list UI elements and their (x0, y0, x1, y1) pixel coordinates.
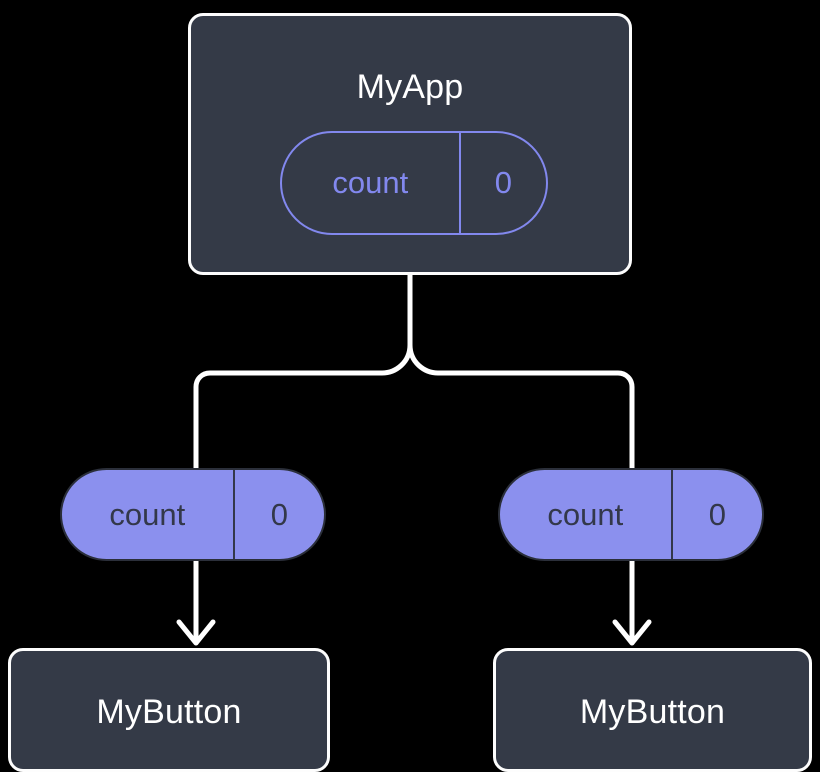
arrow-left-head-icon (176, 619, 216, 646)
state-pill-name: count (282, 133, 461, 233)
connector-branch-right (407, 342, 635, 471)
prop-pill-right-count[interactable]: count 0 (498, 468, 764, 561)
component-node-mybutton-left[interactable]: MyButton (8, 648, 330, 772)
prop-pill-value: 0 (270, 496, 288, 532)
component-node-myapp[interactable]: MyApp count 0 (188, 13, 632, 275)
state-pill-myapp-count[interactable]: count 0 (280, 131, 548, 235)
prop-pill-left-count[interactable]: count 0 (60, 468, 326, 561)
state-pill-value: 0 (494, 165, 512, 200)
connector-branch-left (193, 342, 413, 471)
prop-pill-value: 0 (708, 496, 726, 532)
arrow-right-head-icon (612, 619, 652, 646)
component-label-myapp: MyApp (356, 68, 464, 106)
component-node-mybutton-right[interactable]: MyButton (493, 648, 812, 772)
prop-pill-name: count (500, 470, 673, 559)
prop-pill-name: count (62, 470, 235, 559)
component-label-mybutton-left: MyButton (96, 693, 242, 731)
component-label-mybutton-right: MyButton (579, 693, 726, 731)
